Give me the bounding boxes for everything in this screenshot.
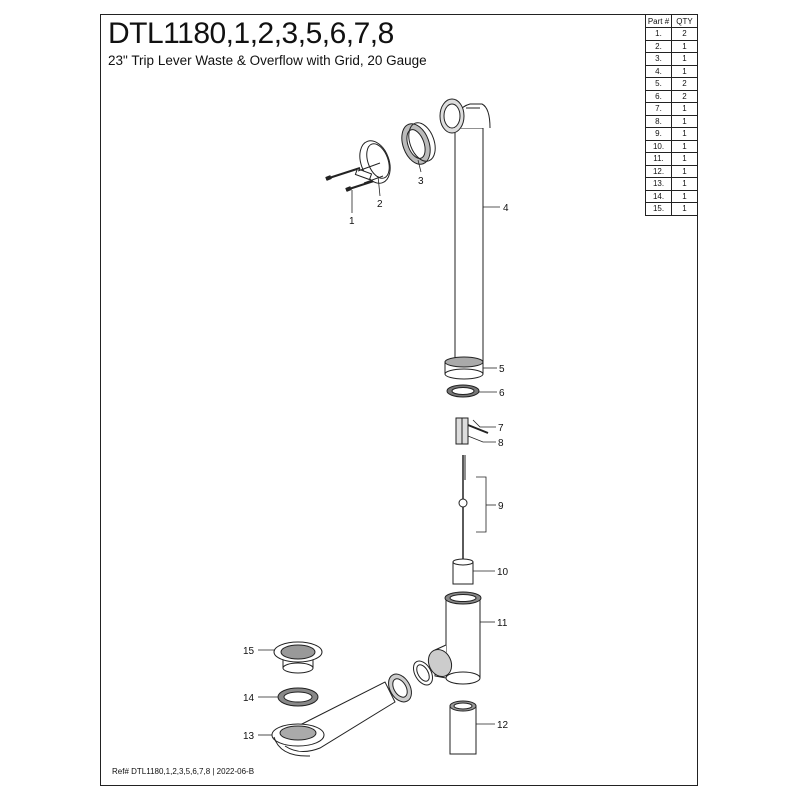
callout-3: 3 bbox=[418, 176, 424, 187]
callout-4: 4 bbox=[503, 203, 509, 214]
part-11-tee bbox=[427, 591, 482, 685]
part-13-shoe bbox=[271, 681, 396, 757]
table-row: 14.1 bbox=[645, 189, 698, 203]
callout-9: 9 bbox=[498, 501, 504, 512]
page-title: DTL1180,1,2,3,5,6,7,8 bbox=[108, 17, 394, 50]
table-row: 7.1 bbox=[645, 102, 698, 116]
part-1-screws bbox=[325, 167, 381, 192]
callout-12: 12 bbox=[497, 720, 509, 731]
callout-14: 14 bbox=[243, 693, 255, 704]
part-10-plunger bbox=[452, 558, 474, 585]
leader-lines bbox=[258, 159, 500, 736]
table-row: 15.1 bbox=[645, 202, 698, 216]
part-12-tailpiece bbox=[449, 700, 477, 755]
callout-13: 13 bbox=[243, 731, 255, 742]
callout-1: 1 bbox=[349, 216, 355, 227]
part-7-8-bracket bbox=[455, 417, 489, 445]
reference-footer: Ref# DTL1180,1,2,3,5,6,7,8 | 2022-06-B bbox=[112, 767, 255, 776]
part-15-grid-drain bbox=[273, 641, 323, 674]
parts-table: Part # QTY 1.2 2.1 3.1 4.1 5.2 6.2 7.1 8… bbox=[645, 14, 698, 216]
coupling-nut-lower bbox=[388, 673, 412, 703]
callout-8: 8 bbox=[498, 438, 504, 449]
part-9-linkage bbox=[458, 455, 468, 560]
part-6-washer bbox=[446, 384, 480, 398]
callout-15: 15 bbox=[243, 646, 255, 657]
callout-2: 2 bbox=[377, 199, 383, 210]
callout-11: 11 bbox=[497, 618, 508, 629]
parts-table-header-row: Part # QTY bbox=[645, 14, 698, 28]
part-2-faceplate bbox=[354, 140, 391, 184]
part-3-gasket bbox=[401, 122, 436, 165]
callout-10: 10 bbox=[497, 567, 509, 578]
part-4-overflow-tube bbox=[439, 98, 491, 365]
part-14-gasket bbox=[277, 687, 319, 707]
callout-5: 5 bbox=[499, 364, 505, 375]
callout-7: 7 bbox=[498, 423, 504, 434]
part-qty: 1 bbox=[671, 202, 698, 216]
coupling-nut-upper bbox=[413, 660, 433, 686]
table-row: 5.2 bbox=[645, 77, 698, 91]
page-subtitle: 23" Trip Lever Waste & Overflow with Gri… bbox=[108, 53, 427, 68]
parts-header-qty: QTY bbox=[671, 14, 698, 28]
drawing-sheet-border bbox=[100, 14, 698, 786]
callout-6: 6 bbox=[499, 388, 505, 399]
table-row: 12.1 bbox=[645, 164, 698, 178]
part-5-nut bbox=[444, 356, 484, 380]
callout-labels: 1 2 3 4 5 6 7 8 9 10 11 12 13 14 15 bbox=[243, 176, 509, 742]
